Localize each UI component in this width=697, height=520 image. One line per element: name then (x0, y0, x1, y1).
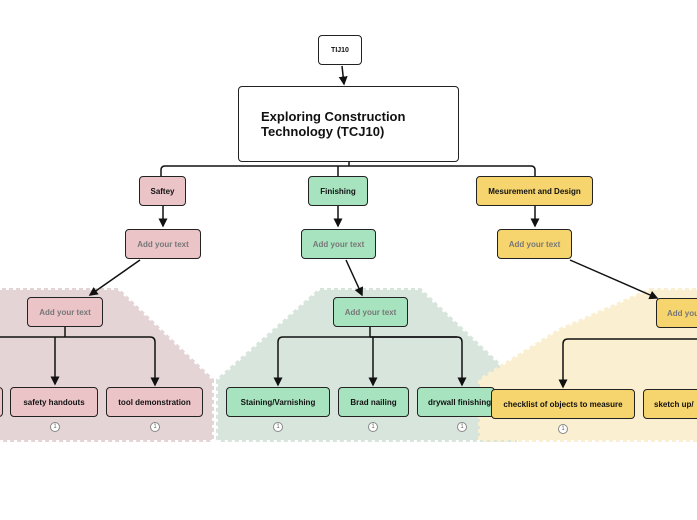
leaf-badge: 1 (50, 422, 60, 432)
branch-finishing[interactable]: Finishing (308, 176, 368, 206)
leaf-brad-nailing[interactable]: Brad nailing (338, 387, 409, 417)
root-node-tij10[interactable]: TIJ10 (318, 35, 362, 65)
leaf-sketch-up[interactable]: sketch up/ (643, 389, 697, 419)
main-topic-node[interactable]: Exploring Construction Technology (TCJ10… (238, 86, 459, 162)
saftey-placeholder-2[interactable]: Add your text (27, 297, 103, 327)
leaf-drywall-finishing[interactable]: drywall finishing (417, 387, 495, 417)
leaf-safety-handouts[interactable]: safety handouts (10, 387, 98, 417)
leaf-badge: 1 (558, 424, 568, 434)
measurement-placeholder[interactable]: Add your text (497, 229, 572, 259)
branch-saftey[interactable]: Saftey (139, 176, 186, 206)
measurement-placeholder-2[interactable]: Add your text (656, 298, 697, 328)
finishing-placeholder-2[interactable]: Add your text (333, 297, 408, 327)
finishing-placeholder[interactable]: Add your text (301, 229, 376, 259)
leaf-badge: 1 (150, 422, 160, 432)
leaf-tool-demonstration[interactable]: tool demonstration (106, 387, 203, 417)
leaf-badge: 1 (368, 422, 378, 432)
leaf-badge: 1 (273, 422, 283, 432)
saftey-placeholder[interactable]: Add your text (125, 229, 201, 259)
branch-mesurement-and-design[interactable]: Mesurement and Design (476, 176, 593, 206)
leaf-checklist-of-objects-to-measure[interactable]: checklist of objects to measure (491, 389, 635, 419)
leaf-badge: 1 (457, 422, 467, 432)
connectors (0, 65, 697, 389)
leaf-staining-varnishing[interactable]: Staining/Varnishing (226, 387, 330, 417)
saftey-leaf-cut[interactable] (0, 387, 3, 417)
